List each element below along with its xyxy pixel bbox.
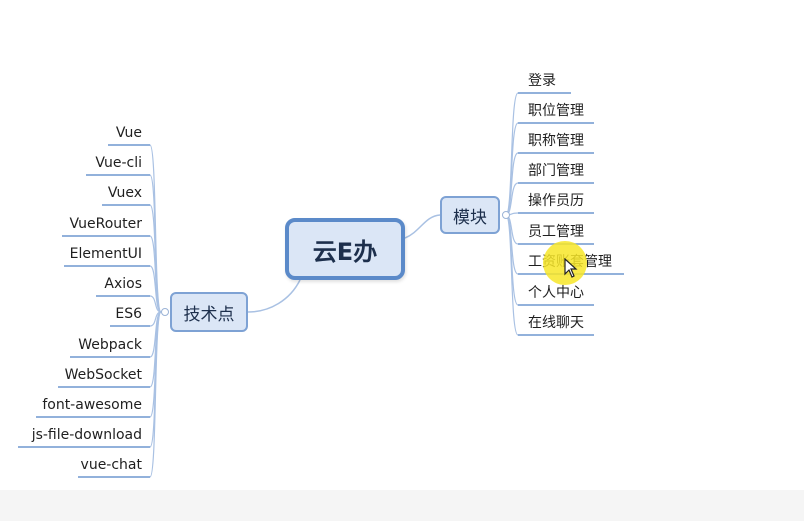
module-leaf-operator[interactable]: 操作员历	[528, 193, 584, 209]
module-leaf-title[interactable]: 职称管理	[528, 133, 584, 149]
cursor-pointer-icon	[564, 258, 578, 278]
module-leaf-department[interactable]: 部门管理	[528, 163, 584, 179]
connector-module-leaf	[505, 214, 519, 336]
connector-center-modules	[404, 214, 441, 239]
tech-leaf-js-file-download[interactable]: js-file-download	[31, 427, 142, 443]
tech-leaf-vue-cli[interactable]: Vue-cli	[95, 155, 142, 171]
branch-modules-label: 模块	[453, 207, 487, 228]
branch-node-tech[interactable]: 技术点	[170, 292, 248, 332]
module-leaf-personal[interactable]: 个人中心	[528, 285, 584, 301]
tech-leaf-es6[interactable]: ES6	[115, 306, 142, 322]
connector-tech-leaf	[149, 295, 162, 313]
tech-leaf-axios[interactable]: Axios	[104, 276, 142, 292]
branch-node-modules[interactable]: 模块	[440, 196, 500, 234]
central-topic-node[interactable]: 云E办	[285, 218, 405, 280]
tech-leaf-vuex[interactable]: Vuex	[107, 185, 142, 201]
branch-tech-label: 技术点	[183, 304, 235, 325]
module-leaf-position[interactable]: 职位管理	[528, 103, 584, 119]
tech-leaf-vuerouter[interactable]: VueRouter	[69, 216, 142, 232]
connector-tech-leaf	[149, 265, 162, 313]
tech-leaf-websocket[interactable]: WebSocket	[64, 367, 142, 383]
tech-leaf-vue-chat[interactable]: vue-chat	[80, 457, 142, 473]
collapse-toggle-tech[interactable]	[161, 308, 169, 316]
collapse-toggle-modules[interactable]	[502, 211, 510, 219]
tech-leaf-vue[interactable]: Vue	[115, 125, 142, 141]
bottom-strip	[0, 490, 804, 521]
module-leaf-chat[interactable]: 在线聊天	[528, 315, 584, 331]
tech-leaf-webpack[interactable]: Webpack	[78, 337, 142, 353]
central-topic-label: 云E办	[312, 237, 378, 266]
connector-tech-leaf	[149, 311, 162, 478]
tech-leaf-elementui[interactable]: ElementUI	[69, 246, 142, 262]
module-leaf-login[interactable]: 登录	[528, 73, 556, 89]
tech-leaf-font-awesome[interactable]: font-awesome	[42, 397, 142, 413]
module-leaf-employee[interactable]: 员工管理	[528, 224, 584, 240]
connector-center-tech	[247, 279, 301, 313]
